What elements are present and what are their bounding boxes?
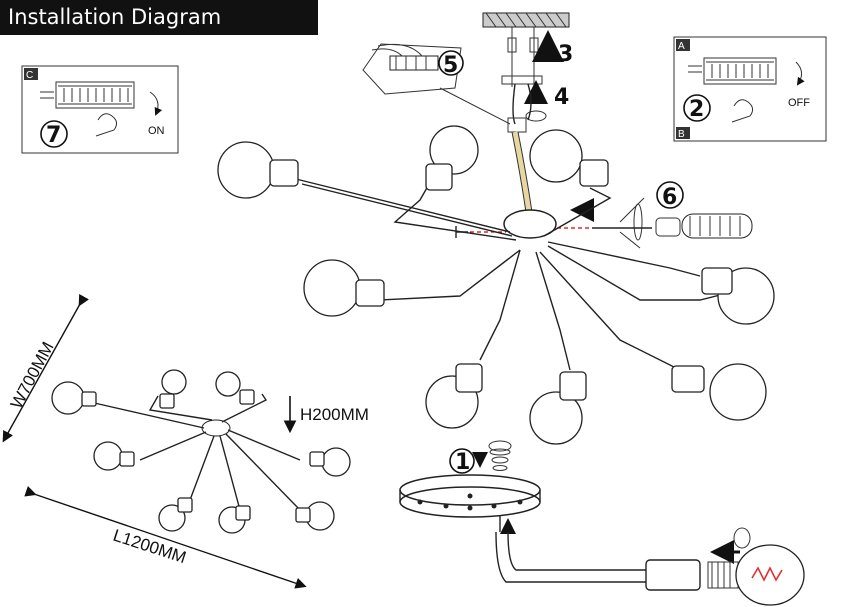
rotate-arrow-icon	[795, 61, 805, 86]
step-2-label: 2	[689, 97, 704, 122]
rotate-arrow-icon	[525, 110, 547, 122]
screwdriver-icon	[592, 213, 753, 239]
height-dimension: H200MM	[300, 405, 369, 424]
light-bulb	[735, 544, 805, 606]
step-4-label: 4	[554, 85, 569, 110]
canopy-plate-assembly: 1	[399, 440, 805, 606]
off-label: OFF	[788, 97, 810, 109]
width-dimension: W700MM	[7, 339, 58, 412]
rotate-arrow-icon	[733, 527, 751, 549]
step-5-label: 5	[443, 53, 458, 78]
length-dimension: L1200MM	[111, 526, 189, 567]
panel-letter-c: C	[26, 70, 33, 81]
on-label: ON	[148, 125, 165, 137]
connector-bubble: 5	[362, 43, 511, 125]
panel-letter-b: B	[678, 129, 685, 140]
step-7-label: 7	[46, 123, 61, 148]
switch-breaker-icon	[688, 57, 777, 123]
step-3-label: 3	[558, 42, 573, 67]
ceiling-mount: 3 4	[482, 12, 573, 133]
switch-breaker-icon	[40, 81, 135, 137]
rotate-arrow-icon	[488, 440, 512, 452]
page-title: Installation Diagram	[0, 0, 318, 35]
step-1-label: 1	[455, 450, 470, 475]
switch-panel-off: A B 2 OFF	[673, 36, 827, 142]
switch-panel-on: C 7 ON	[21, 65, 179, 154]
step-6-label: 6	[662, 185, 677, 210]
panel-letter-a: A	[678, 41, 685, 52]
screw-assembly: 6	[455, 181, 753, 249]
chandelier-small: H200MM W700MM L1200MM	[2, 293, 369, 589]
chandelier-main	[217, 125, 775, 445]
rotate-arrow-icon	[149, 91, 163, 116]
